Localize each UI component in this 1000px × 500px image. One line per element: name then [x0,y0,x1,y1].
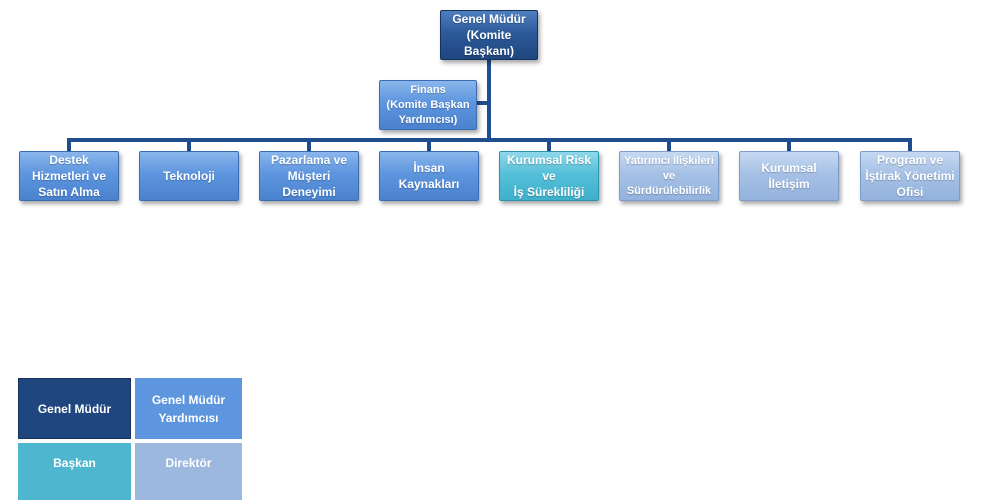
node-label: İş Sürekliliği [513,185,585,199]
node-label: Deneyimi [282,185,336,199]
node-label: Kurumsal Risk ve [506,153,592,183]
node-label: (Komite Başkanı) [463,28,515,58]
node-label: Sürdürülebilirlik [626,184,712,197]
node-label: ve [662,169,676,182]
node-label: Pazarlama ve [270,153,348,167]
node-label: İletişim [768,177,810,191]
node-label: Genel Müdür [452,12,526,26]
node-destek-hizmetleri: Destek Hizmetleri ve Satın Alma [19,151,119,201]
node-pazarlama: Pazarlama ve Müşteri Deneyimi [259,151,359,201]
node-label: Yatırımcı İlişkileri [624,154,714,167]
legend-label: Direktör [165,456,212,470]
node-finans: Finans (Komite Başkan Yardımcısı) [379,80,477,130]
node-kurumsal-risk: Kurumsal Risk ve İş Sürekliliği [499,151,599,201]
node-label: Destek [49,153,89,167]
node-label: Program ve [876,153,944,167]
legend-direktor: Direktör [135,443,242,500]
node-label: Kurumsal [761,161,817,175]
node-label: Satın Alma [38,185,100,199]
node-program-istirak: Program ve İştirak Yönetimi Ofisi [860,151,960,201]
node-kurumsal-iletisim: Kurumsal İletişim [739,151,839,201]
node-label: İnsan Kaynakları [398,161,460,191]
node-label: (Komite Başkan [386,98,470,111]
node-insan-kaynaklari: İnsan Kaynakları [379,151,479,201]
legend-label: Genel Müdür [151,392,226,407]
node-label: İştirak Yönetimi [865,169,955,183]
node-label: Yardımcısı) [398,113,458,126]
legend-genel-mudur-yardimcisi: Genel Müdür Yardımcısı [135,378,242,439]
node-label: Ofisi [896,185,924,199]
node-label: Finans [410,83,446,96]
node-genel-mudur: Genel Müdür (Komite Başkanı) [440,10,538,60]
legend-label: Yardımcısı [158,410,219,425]
node-teknoloji: Teknoloji [139,151,239,201]
legend-baskan: Başkan [18,443,131,500]
node-label: Müşteri [287,169,331,183]
legend-genel-mudur: Genel Müdür [18,378,131,439]
legend-label: Genel Müdür [37,401,112,416]
legend-label: Başkan [53,456,96,470]
node-label: Teknoloji [163,169,215,183]
node-label: Hizmetleri ve [31,169,107,183]
node-yatirimci-iliskileri: Yatırımcı İlişkileri ve Sürdürülebilirli… [619,151,719,201]
